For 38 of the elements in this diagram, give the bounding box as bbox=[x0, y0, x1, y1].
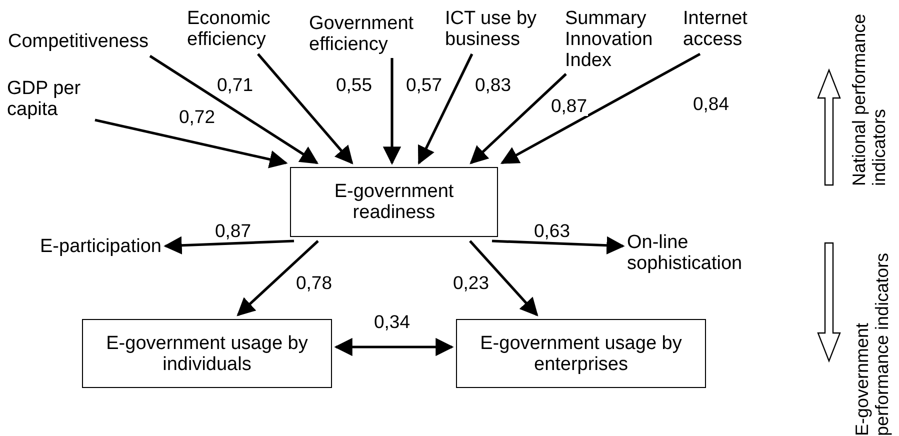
edge-label: 0,78 bbox=[295, 273, 334, 293]
process-box: E-government usage by individuals bbox=[82, 319, 332, 388]
edge-label: 0,83 bbox=[474, 75, 512, 95]
indicator-label: GDP per capita bbox=[7, 78, 102, 120]
indicator-label: ICT use by business bbox=[445, 8, 560, 50]
edge-label: 0,57 bbox=[405, 75, 444, 95]
arrow bbox=[382, 58, 402, 165]
arrow bbox=[164, 236, 294, 254]
arrow bbox=[469, 240, 538, 316]
arrow bbox=[492, 236, 625, 254]
edge-label: 0,63 bbox=[533, 221, 572, 241]
indicator-label: On-line sophistication bbox=[627, 232, 797, 274]
arrow bbox=[257, 53, 354, 164]
indicator-label: Economic efficiency bbox=[187, 8, 297, 50]
edge-label: 0,84 bbox=[692, 94, 730, 114]
edge-label: 0,23 bbox=[452, 273, 490, 293]
edge-label: 0,87 bbox=[550, 96, 588, 116]
process-box: E-government readiness bbox=[290, 167, 498, 237]
edge-label: 0,87 bbox=[214, 221, 252, 241]
arrow bbox=[149, 54, 319, 164]
arrow bbox=[500, 52, 701, 164]
indicator-label: E-participation bbox=[40, 236, 162, 257]
indicator-label: Summary Innovation Index bbox=[565, 8, 675, 71]
process-box: E-government usage by enterprises bbox=[456, 319, 706, 388]
arrow bbox=[418, 53, 474, 165]
arrow bbox=[236, 240, 319, 316]
arrow bbox=[94, 118, 288, 168]
arrow bbox=[470, 73, 567, 164]
arrow bbox=[334, 338, 454, 356]
indicator-label: Internet access bbox=[683, 8, 768, 50]
edge-label: 0,34 bbox=[373, 312, 412, 332]
axis-label: E-government performance indicators bbox=[852, 252, 892, 436]
axis-label: National performance indicators bbox=[849, 12, 889, 186]
indicator-label: Government efficiency bbox=[309, 13, 429, 55]
edge-label: 0,71 bbox=[216, 75, 254, 95]
edge-label: 0,55 bbox=[335, 75, 374, 95]
indicator-label: Competitiveness bbox=[8, 31, 148, 52]
edge-label: 0,72 bbox=[178, 107, 216, 127]
